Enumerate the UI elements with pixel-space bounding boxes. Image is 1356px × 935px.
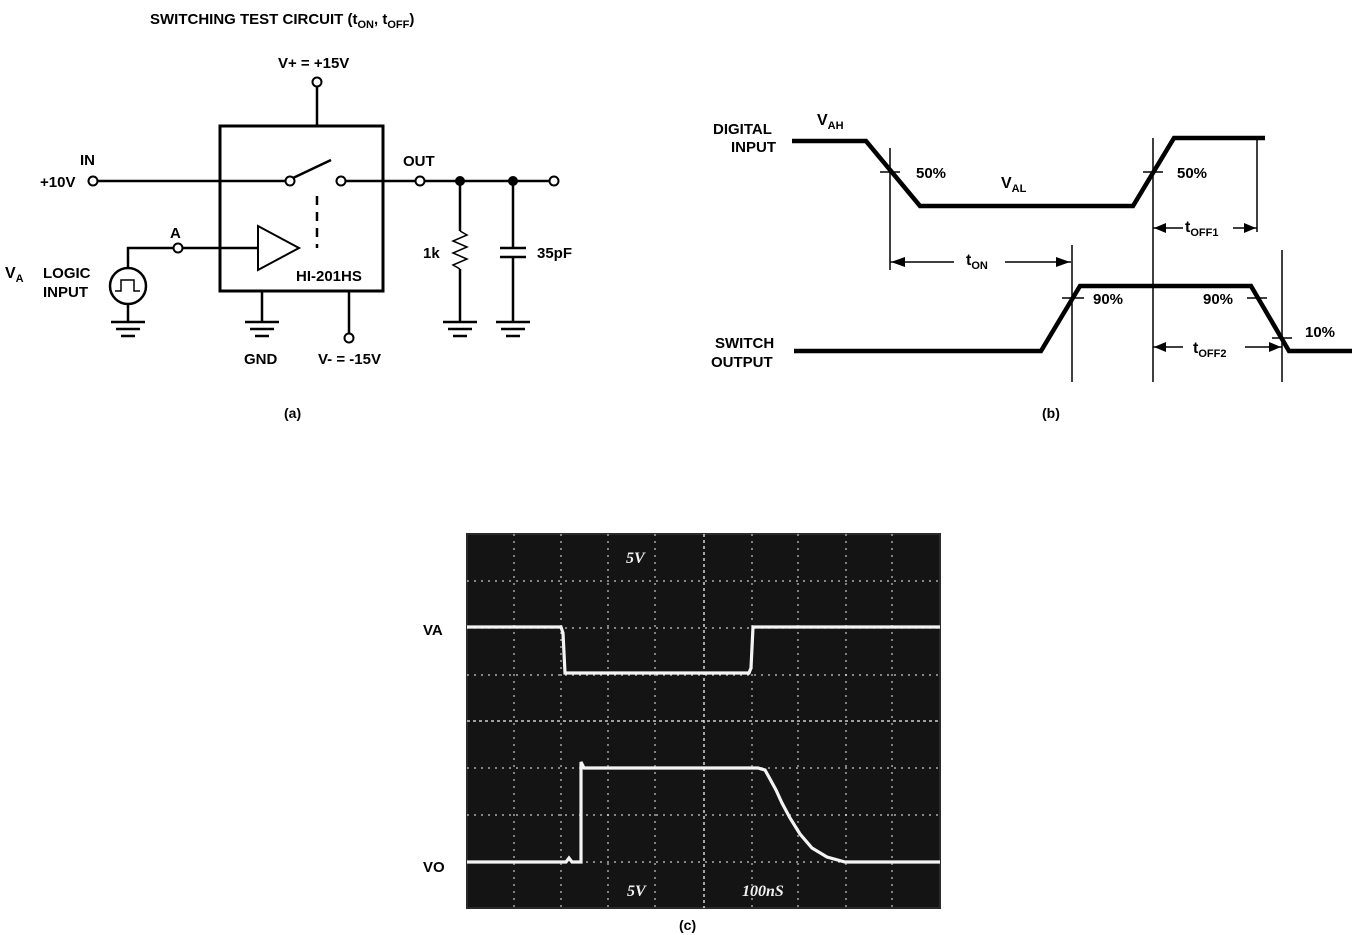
pct50-left-label: 50% (916, 165, 946, 182)
oscilloscope-capture: VA VO 5V 5V 10 (423, 533, 941, 933)
logic-input-label-2: INPUT (43, 284, 88, 301)
switch-output-label-2: OUTPUT (711, 354, 773, 371)
chip-ground-icon (245, 320, 279, 338)
capacitor-ground-icon (496, 320, 530, 338)
scope-time-scale-label: 100nS (742, 883, 784, 900)
circuit-title: SWITCHING TEST CIRCUIT (tON, tOFF) (150, 11, 414, 31)
out-terminal (414, 175, 426, 187)
vah-label: VAH (817, 112, 844, 132)
toff2-label: tOFF2 (1193, 340, 1226, 360)
digital-input-label-2: INPUT (731, 139, 776, 156)
toff1-label: tOFF1 (1185, 219, 1218, 239)
switching-test-circuit: SWITCHING TEST CIRCUIT (tON, tOFF) V+ = … (5, 11, 572, 421)
buffer-amplifier-icon (257, 224, 302, 272)
capacitor-label: 35pF (537, 245, 572, 262)
pulse-generator-icon (108, 266, 148, 306)
in-label: IN (80, 152, 95, 169)
chip-label: HI-201HS (296, 268, 362, 285)
scope-top-scale-label: 5V (626, 550, 646, 567)
scope-vo-trace (467, 761, 940, 864)
val-label: VAL (1001, 175, 1027, 195)
switch-blade (292, 158, 332, 180)
generator-ground-icon (111, 320, 145, 338)
logic-input-label-1: LOGIC (43, 265, 91, 282)
switch-contact-right (335, 175, 347, 187)
digital-input-waveform (792, 135, 1265, 209)
pct90-right-label: 90% (1203, 291, 1233, 308)
scope-vo-label: VO (423, 859, 445, 876)
digital-input-label-1: DIGITAL (713, 121, 772, 138)
switch-contact-left (284, 175, 296, 187)
pct90-left-label: 90% (1093, 291, 1123, 308)
out-label: OUT (403, 153, 435, 170)
node-a-label: A (170, 225, 181, 242)
switch-output-waveform (794, 283, 1352, 354)
pct10-label: 10% (1305, 324, 1335, 341)
resistor-symbol (451, 230, 469, 270)
caption-b: (b) (1042, 405, 1060, 421)
scope-va-label: VA (423, 622, 443, 639)
vplus-terminal (311, 76, 323, 88)
resistor-label: 1k (423, 245, 440, 262)
timing-diagram: DIGITAL INPUT VAH VAL 50% 50% tOFF1 tON (711, 112, 1352, 421)
caption-c: (c) (679, 917, 696, 933)
in-value-label: +10V (40, 174, 75, 191)
caption-a: (a) (284, 405, 301, 421)
switch-output-label-1: SWITCH (715, 335, 774, 352)
scope-va-trace (467, 625, 940, 675)
load-terminal (548, 175, 560, 187)
vplus-label: V+ = +15V (278, 55, 349, 72)
va-label: VA (5, 265, 24, 285)
ton-label: tON (966, 252, 988, 272)
resistor-ground-icon (443, 320, 477, 338)
in-terminal (87, 175, 99, 187)
pct50-right-label: 50% (1177, 165, 1207, 182)
gnd-label: GND (244, 351, 278, 368)
node-a-terminal (172, 242, 184, 254)
vminus-label: V- = -15V (318, 351, 381, 368)
scope-bottom-scale-label: 5V (627, 883, 647, 900)
chip-body (218, 124, 385, 293)
vminus-terminal (343, 332, 355, 344)
